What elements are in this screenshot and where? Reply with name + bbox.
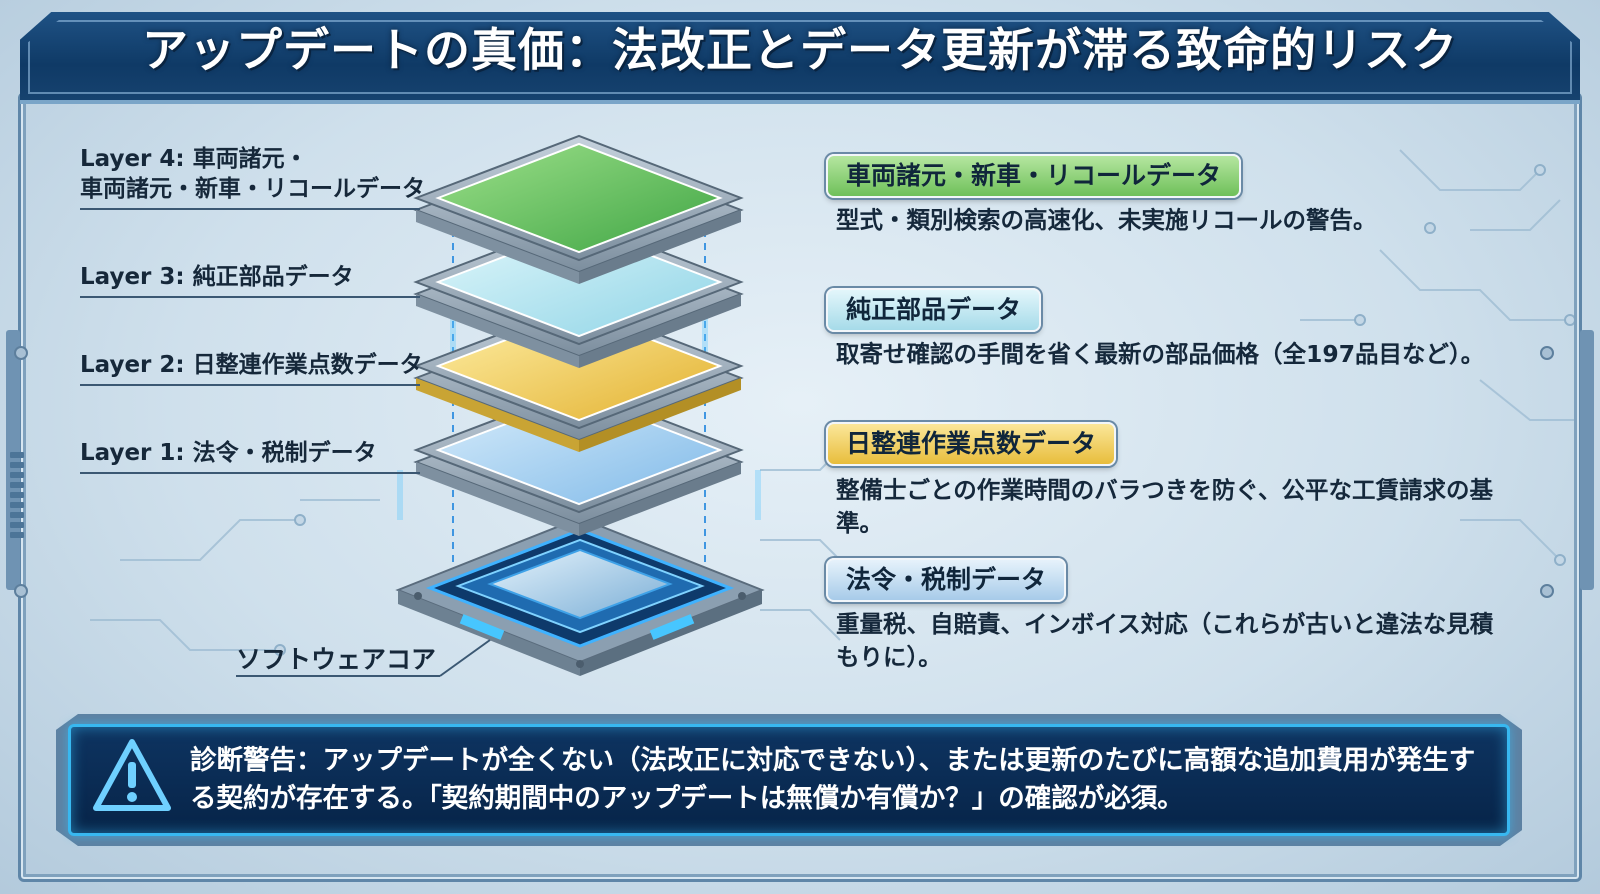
software-core-chip <box>395 516 765 676</box>
badge-work-points-data: 日整連作業点数データ <box>826 422 1117 466</box>
layer-3-leader-line <box>80 296 420 298</box>
rivet-icon <box>14 584 28 598</box>
desc-vehicle-spec-data: 型式・類別検索の高速化、未実施リコールの警告。 <box>836 206 1377 234</box>
layer-4-plate <box>413 134 744 284</box>
desc-law-tax-data: 重量税、自賠責、インボイス対応（これらが古いと違法な見積もりに）。 <box>836 610 1494 671</box>
layer-4-label-line2: 車両諸元・新車・リコールデータ <box>80 176 425 202</box>
warning-box <box>68 724 1510 836</box>
rivet-icon <box>1540 346 1554 360</box>
layer-2-label: Layer 2: 日整連作業点数データ <box>80 352 423 378</box>
warning-triangle-icon <box>93 739 171 811</box>
badge-vehicle-spec-data: 車両諸元・新車・リコールデータ <box>826 154 1242 198</box>
layer-1-leader-line <box>80 472 420 474</box>
rivet-icon <box>1540 584 1554 598</box>
software-core-label: ソフトウェアコア <box>236 645 437 674</box>
badge-genuine-parts-data: 純正部品データ <box>826 288 1042 332</box>
badge-law-tax-data: 法令・税制データ <box>826 558 1067 602</box>
layer-4-label-line1: Layer 4: 車両諸元・ <box>80 146 308 172</box>
frame-vent-slots <box>10 452 26 542</box>
layer-4-leader-line <box>80 208 420 210</box>
warning-text: 診断警告：アップデートが全くない（法改正に対応できない）、または更新のたびに高額… <box>190 745 1476 814</box>
layer-1-label: Layer 1: 法令・税制データ <box>80 440 377 466</box>
title-bar <box>20 12 1580 104</box>
layer-3-label: Layer 3: 純正部品データ <box>80 264 354 290</box>
page-title: アップデートの真価：法改正とデータ更新が滞る致命的リスク <box>142 23 1458 77</box>
desc-work-points-data: 整備士ごとの作業時間のバラつきを防ぐ、公平な工賃請求の基準。 <box>836 476 1494 537</box>
frame-side-notch-right <box>1580 330 1594 590</box>
rivet-icon <box>14 346 28 360</box>
desc-genuine-parts-data: 取寄せ確認の手間を省く最新の部品価格（全197品目など）。 <box>836 340 1485 368</box>
layer-2-leader-line <box>80 384 420 386</box>
